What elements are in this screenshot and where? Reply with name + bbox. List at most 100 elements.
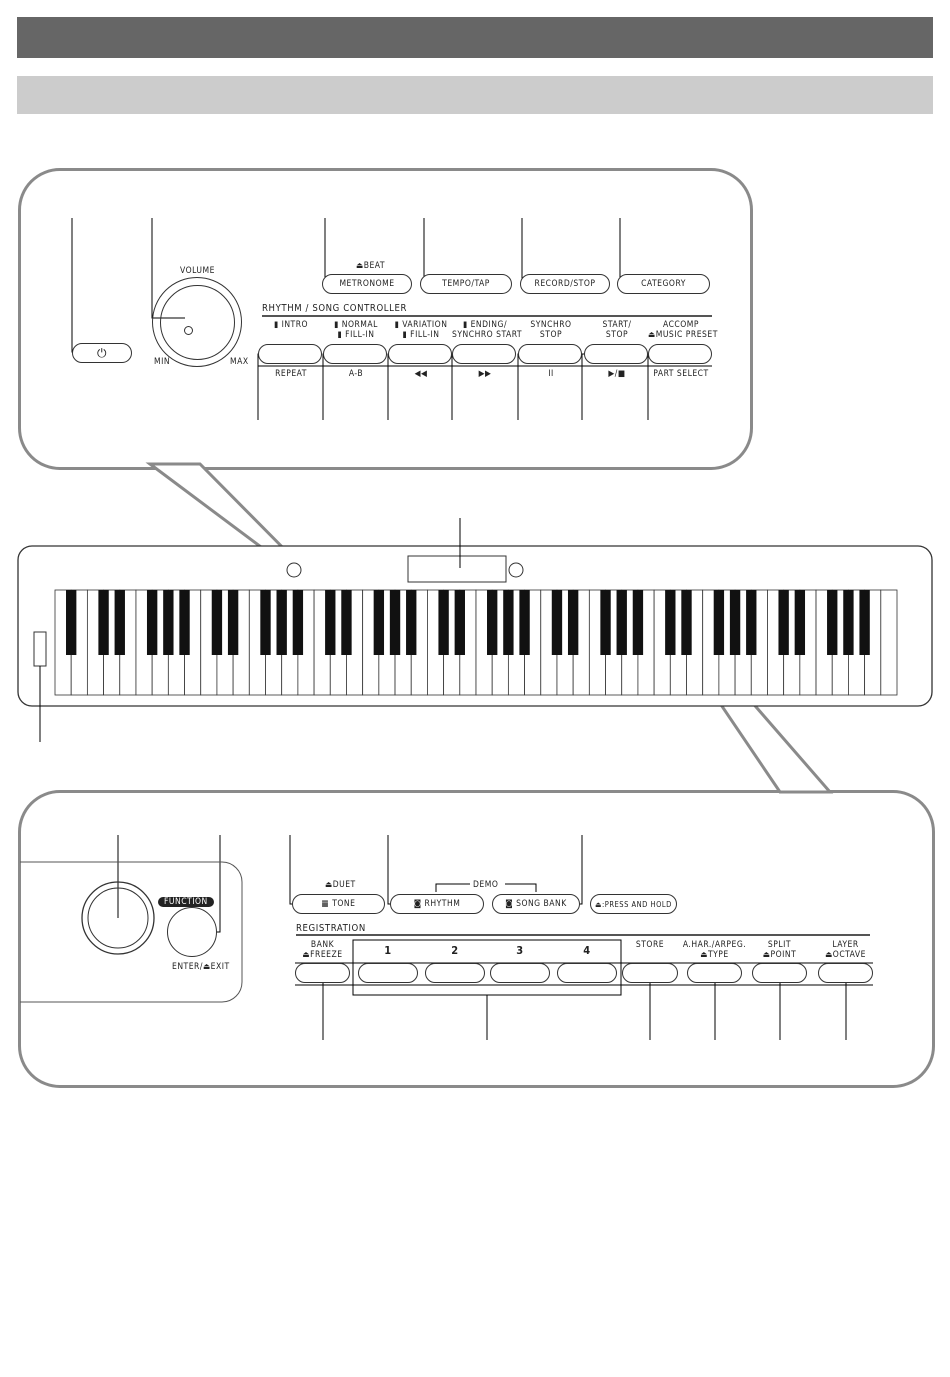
rhythm-top-label: START/ STOP bbox=[602, 320, 632, 340]
registration-button[interactable] bbox=[490, 963, 550, 983]
power-button[interactable]: ⏻ bbox=[72, 343, 132, 363]
enter-exit-button[interactable] bbox=[167, 907, 217, 957]
black-key[interactable] bbox=[260, 590, 271, 655]
black-key[interactable] bbox=[600, 590, 611, 655]
rhythm-button[interactable]: ◙ RHYTHM bbox=[390, 894, 484, 914]
registration-button[interactable] bbox=[295, 963, 350, 983]
pitch-bend-wheel bbox=[33, 631, 47, 667]
rhythm-top-label: SYNCHRO STOP bbox=[530, 320, 572, 340]
black-key[interactable] bbox=[794, 590, 806, 655]
dial-outer bbox=[81, 881, 155, 955]
black-key[interactable] bbox=[227, 590, 239, 655]
dial-inner bbox=[87, 887, 149, 949]
keyboard bbox=[54, 589, 898, 696]
black-key[interactable] bbox=[406, 590, 417, 655]
black-key[interactable] bbox=[665, 590, 676, 655]
song-bank-button[interactable]: ◙ SONG BANK bbox=[492, 894, 580, 914]
display-screen bbox=[407, 555, 507, 583]
black-key[interactable] bbox=[292, 590, 304, 655]
registration-button[interactable] bbox=[358, 963, 418, 983]
registration-button[interactable] bbox=[687, 963, 742, 983]
tempo-tap-button[interactable]: TEMPO/TAP bbox=[420, 274, 512, 294]
metronome-button[interactable]: METRONOME bbox=[322, 274, 412, 294]
black-key[interactable] bbox=[713, 590, 725, 655]
rhythm-bottom-label: II bbox=[548, 369, 554, 379]
press-and-hold-legend: ⏏:PRESS AND HOLD bbox=[590, 894, 677, 914]
black-key[interactable] bbox=[729, 590, 741, 655]
registration-label: LAYER ⏏OCTAVE bbox=[825, 940, 866, 960]
black-key[interactable] bbox=[373, 590, 385, 655]
registration-label: BANK ⏏FREEZE bbox=[302, 940, 343, 960]
registration-label: 3 bbox=[516, 944, 524, 957]
black-key[interactable] bbox=[179, 590, 190, 655]
black-key[interactable] bbox=[114, 590, 125, 655]
rhythm-controller-button[interactable] bbox=[518, 344, 582, 364]
rhythm-controller-button[interactable] bbox=[388, 344, 452, 364]
black-key[interactable] bbox=[438, 590, 449, 655]
subheader-bar bbox=[17, 76, 933, 114]
white-key[interactable] bbox=[880, 589, 898, 696]
rhythm-bottom-label: A-B bbox=[348, 369, 364, 379]
black-key[interactable] bbox=[66, 590, 77, 655]
volume-knob[interactable] bbox=[152, 277, 242, 367]
rhythm-controller-button[interactable] bbox=[648, 344, 712, 364]
rhythm-controller-button[interactable] bbox=[323, 344, 387, 364]
volume-label: VOLUME bbox=[180, 266, 215, 276]
black-key[interactable] bbox=[163, 590, 174, 655]
registration-label: A.HAR./ARPEG. ⏏TYPE bbox=[682, 940, 747, 960]
black-key[interactable] bbox=[843, 590, 854, 655]
black-key[interactable] bbox=[746, 590, 757, 655]
rhythm-controller-button[interactable] bbox=[258, 344, 322, 364]
enter-exit-label: ENTER/⏏EXIT bbox=[172, 962, 230, 972]
record-stop-button[interactable]: RECORD/STOP bbox=[520, 274, 610, 294]
mini-volume-knob bbox=[286, 562, 302, 578]
tone-button[interactable]: ▦ TONE bbox=[292, 894, 385, 914]
black-key[interactable] bbox=[276, 590, 287, 655]
rhythm-bottom-label: ▶▶ bbox=[478, 369, 492, 379]
black-key[interactable] bbox=[778, 590, 789, 655]
black-key[interactable] bbox=[389, 590, 401, 655]
rhythm-top-label: ▮ ENDING/ SYNCHRO START bbox=[452, 320, 523, 340]
mini-dial bbox=[508, 562, 524, 578]
registration-button[interactable] bbox=[557, 963, 617, 983]
black-key[interactable] bbox=[519, 590, 530, 655]
black-key[interactable] bbox=[454, 590, 465, 655]
rhythm-controller-button[interactable] bbox=[584, 344, 648, 364]
beat-label: ⏏BEAT bbox=[356, 261, 386, 271]
category-button[interactable]: CATEGORY bbox=[617, 274, 710, 294]
black-key[interactable] bbox=[616, 590, 627, 655]
black-key[interactable] bbox=[827, 590, 838, 655]
demo-label: DEMO bbox=[473, 880, 499, 890]
black-key[interactable] bbox=[551, 590, 563, 655]
black-key[interactable] bbox=[503, 590, 514, 655]
min-label: MIN bbox=[154, 357, 171, 367]
rhythm-bottom-label: REPEAT bbox=[275, 369, 307, 379]
black-key[interactable] bbox=[341, 590, 352, 655]
rhythm-top-label: ▮ INTRO bbox=[273, 320, 309, 330]
black-key[interactable] bbox=[859, 590, 870, 655]
registration-button[interactable] bbox=[818, 963, 873, 983]
rhythm-bottom-label: ◀◀ bbox=[414, 369, 428, 379]
black-key[interactable] bbox=[681, 590, 692, 655]
registration-button[interactable] bbox=[622, 963, 678, 983]
black-key[interactable] bbox=[567, 590, 579, 655]
registration-button[interactable] bbox=[425, 963, 485, 983]
black-key[interactable] bbox=[211, 590, 223, 655]
registration-label: STORE bbox=[635, 940, 665, 950]
rhythm-bottom-label: PART SELECT bbox=[653, 369, 709, 379]
black-key[interactable] bbox=[98, 590, 109, 655]
black-key[interactable] bbox=[146, 590, 158, 655]
black-key[interactable] bbox=[487, 590, 498, 655]
rhythm-top-label: ▮ NORMAL ▮ FILL-IN bbox=[334, 320, 378, 340]
rhythm-top-label: ACCOMP ⏏MUSIC PRESET bbox=[648, 320, 718, 340]
registration-button[interactable] bbox=[752, 963, 807, 983]
rhythm-song-controller-title: RHYTHM / SONG CONTROLLER bbox=[262, 303, 408, 314]
header-bar bbox=[17, 17, 933, 58]
black-key[interactable] bbox=[325, 590, 336, 655]
black-key[interactable] bbox=[632, 590, 644, 655]
registration-title: REGISTRATION bbox=[296, 923, 366, 934]
rhythm-controller-button[interactable] bbox=[452, 344, 516, 364]
registration-label: 1 bbox=[384, 944, 392, 957]
